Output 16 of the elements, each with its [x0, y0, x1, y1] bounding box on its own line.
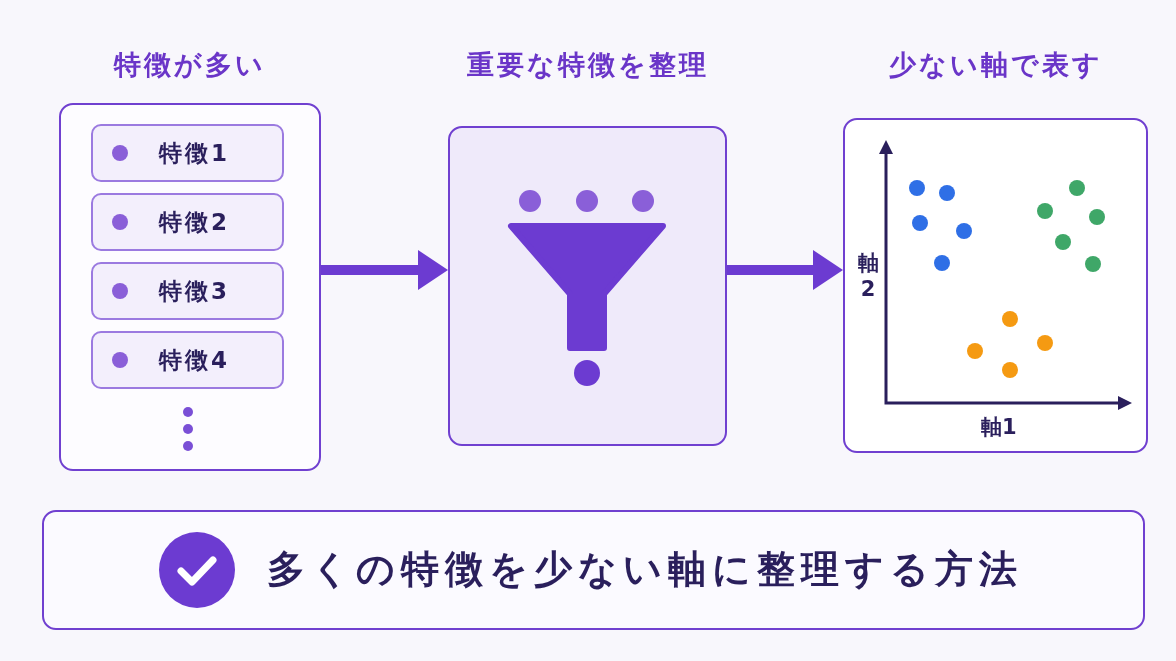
- feature-label: 特徴1: [159, 139, 230, 168]
- arrow: [321, 250, 448, 290]
- feature-label: 特徴2: [159, 208, 230, 237]
- feature-label: 特徴4: [159, 346, 230, 375]
- summary-banner: [42, 510, 1145, 630]
- summary-text: 多くの特徴を少ない軸に整理する方法: [267, 546, 1023, 593]
- panel-heading: 重要な特徴を整理: [465, 48, 710, 82]
- feature-card: [91, 124, 284, 182]
- axis-label: 軸1: [981, 414, 1017, 440]
- panel-heading: 特徴が多い: [112, 48, 267, 82]
- feature-label: 特徴3: [159, 277, 230, 306]
- feature-card: [91, 262, 284, 320]
- feature-card: [91, 331, 284, 389]
- feature-card: [91, 193, 284, 251]
- panel-heading: 少ない軸で表す: [887, 48, 1104, 82]
- arrow: [727, 250, 843, 290]
